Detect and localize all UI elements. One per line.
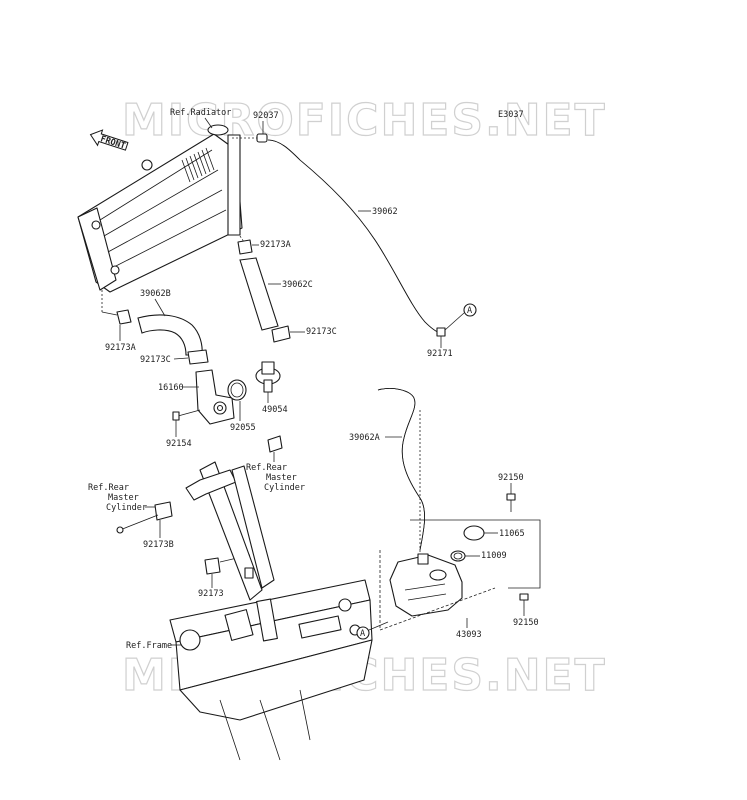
diagram-code: E3037: [498, 110, 524, 120]
part-92171-clip: [436, 327, 446, 337]
part-92150-top-bolt: [506, 493, 516, 512]
part-92173A-left-clamp: [116, 309, 132, 325]
bracket-clip-right: [267, 435, 283, 453]
ref-rear-master-cylinder-right-line1: Ref.Rear: [246, 463, 287, 473]
part-label-92173[interactable]: 92173: [198, 589, 224, 599]
part-label-11065[interactable]: 11065: [499, 529, 525, 539]
part-label-92173A-top[interactable]: 92173A: [260, 240, 291, 250]
part-39062C-hose: [239, 257, 279, 331]
part-39062A-hose: [377, 388, 425, 551]
part-43093-reserve-tank: [389, 553, 463, 617]
part-92173B-clamp: [154, 501, 173, 521]
watermark-top: MICROFICHES.NET: [122, 95, 607, 146]
part-92150-bottom-bolt: [519, 593, 529, 608]
connector-marker-bottom-label: A: [360, 629, 365, 639]
part-11065-cap: [463, 525, 485, 541]
part-label-92150-bottom[interactable]: 92150: [513, 618, 539, 628]
part-label-39062C[interactable]: 39062C: [282, 280, 313, 290]
part-label-92037[interactable]: 92037: [253, 111, 279, 121]
connector-marker-top: [463, 303, 477, 317]
part-92154-bolt: [172, 409, 201, 421]
part-label-92171[interactable]: 92171: [427, 349, 453, 359]
part-label-92055[interactable]: 92055: [230, 423, 256, 433]
ref-rear-master-cylinder-left-line1: Ref.Rear: [88, 483, 129, 493]
connector-marker-top-label: A: [467, 306, 472, 316]
part-49054-thermostat: [255, 361, 281, 393]
part-11009-gasket: [450, 550, 466, 562]
part-label-92173C-left[interactable]: 92173C: [140, 355, 171, 365]
part-16160-housing: [195, 369, 235, 425]
part-label-43093[interactable]: 43093: [456, 630, 482, 640]
part-label-11009[interactable]: 11009: [481, 551, 507, 561]
part-label-92173C-right[interactable]: 92173C: [306, 327, 337, 337]
ref-rear-master-cylinder-right-line2: Master: [266, 473, 297, 483]
part-label-16160[interactable]: 16160: [158, 383, 184, 393]
part-label-39062A[interactable]: 39062A: [349, 433, 380, 443]
part-label-92173B[interactable]: 92173B: [143, 540, 174, 550]
radiator-illustration: [77, 124, 243, 293]
part-label-92173A-left[interactable]: 92173A: [105, 343, 136, 353]
part-label-92154[interactable]: 92154: [166, 439, 192, 449]
part-label-92150-top[interactable]: 92150: [498, 473, 524, 483]
ref-frame-label: Ref.Frame: [126, 641, 172, 651]
frame-illustration: [169, 461, 373, 761]
ref-radiator-label: Ref.Radiator: [170, 108, 231, 118]
part-92037-clamp: [256, 133, 268, 143]
part-92173-clamp: [204, 557, 221, 575]
part-label-39062B[interactable]: 39062B: [140, 289, 171, 299]
part-39062B-hose: [137, 314, 203, 356]
part-92173C-right-clamp: [271, 325, 291, 343]
connector-marker-bottom: [356, 626, 370, 640]
part-92173C-left-clamp: [187, 349, 209, 365]
part-92173A-top-clamp: [237, 239, 253, 255]
ref-rear-master-cylinder-left-line2: Master: [108, 493, 139, 503]
part-39062-hose: [267, 139, 441, 334]
ref-rear-master-cylinder-left-line3: Cylinder: [106, 503, 147, 513]
ref-rear-master-cylinder-right-line3: Cylinder: [264, 483, 305, 493]
part-label-39062[interactable]: 39062: [372, 207, 398, 217]
part-label-49054[interactable]: 49054: [262, 405, 288, 415]
